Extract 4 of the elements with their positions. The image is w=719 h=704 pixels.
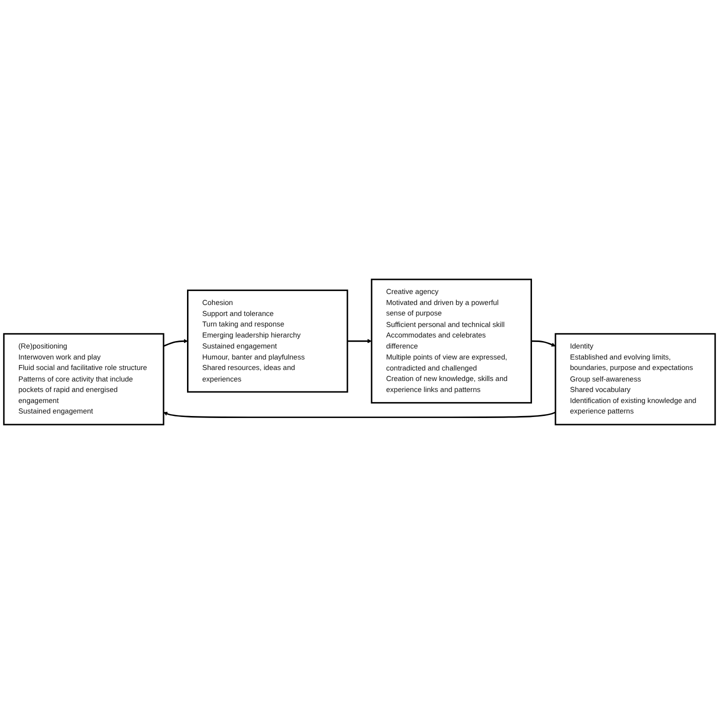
arrow [163, 338, 188, 347]
arrow [163, 412, 556, 418]
arrow [347, 338, 372, 344]
arrow [531, 340, 556, 347]
